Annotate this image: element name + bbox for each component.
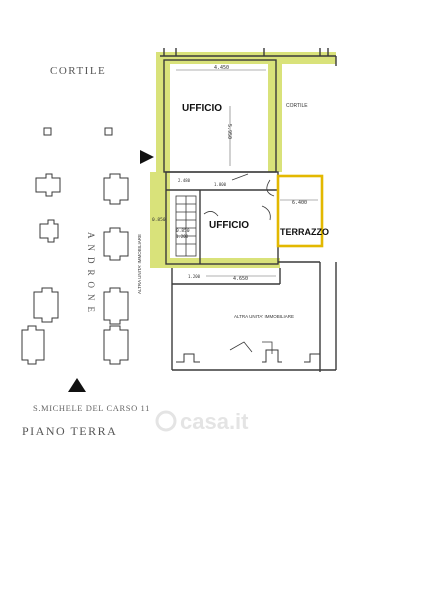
- dimension-vertical: 5.950: [226, 124, 232, 139]
- watermark-logo-icon: [155, 410, 177, 432]
- altra-unita-bottom-label: ALTRA UNITA' IMMOBILIARE: [234, 314, 294, 319]
- dimension-top: 4.450: [214, 65, 229, 71]
- bottom-facade: [176, 349, 321, 363]
- entrance-arrow-icon: [140, 150, 154, 164]
- dimension-bottom: 4.650: [233, 276, 248, 282]
- dimension-small-b: 1.200: [188, 274, 201, 279]
- androne-label: ANDRONE: [86, 232, 96, 318]
- dimension-small-a: 1.200: [176, 234, 189, 239]
- room-label-ufficio-bottom: UFFICIO: [209, 220, 249, 231]
- cortile-right-label: CORTILE: [286, 103, 308, 109]
- walls: [160, 48, 337, 372]
- dimension-stair-b: 0.850: [176, 228, 190, 234]
- entrance-arrow-up-icon-large: [68, 378, 86, 392]
- cortile-left-label: CORTILE: [50, 65, 106, 77]
- room-label-ufficio-top: UFFICIO: [182, 103, 222, 114]
- terrace-outline: [276, 174, 324, 248]
- dimension-lines: [176, 69, 318, 277]
- dimension-small-c: 2.480: [178, 178, 191, 183]
- room-label-terrazzo: TERRAZZO: [280, 227, 329, 237]
- dimension-right: 6.400: [292, 200, 307, 206]
- address-caption: S.MICHELE DEL CARSO 11: [33, 403, 150, 413]
- stair: [175, 195, 271, 257]
- dimension-small-d: 1.800: [214, 182, 227, 187]
- altra-unita-left-label: ALTRA UNITA' IMMOBILIARE: [137, 234, 142, 294]
- watermark-text: casa.it: [180, 409, 249, 434]
- floor-caption: PIANO TERRA: [22, 424, 117, 438]
- office-wall-highlight: [150, 52, 336, 268]
- doors: [229, 173, 275, 354]
- watermark: casa.it: [155, 409, 249, 434]
- dimension-stair-a: 0.850: [152, 217, 166, 223]
- left-pillars: [21, 127, 129, 365]
